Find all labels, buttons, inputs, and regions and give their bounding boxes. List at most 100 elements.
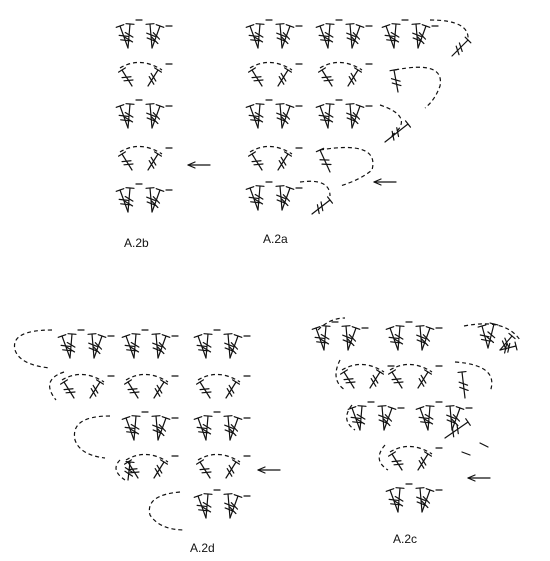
treble-top [87,333,97,335]
treble-bar [124,426,135,430]
treble-stem [127,187,131,213]
treble-bar [384,34,395,38]
treble-bar [152,342,162,348]
treble-stem [125,335,135,359]
treble-bar [118,114,129,118]
treble-bar [458,42,463,53]
treble-bar [507,342,511,353]
treble-stem [151,189,161,213]
treble-top [321,325,331,327]
treble-top [115,104,125,108]
treble-stem [229,417,239,441]
treble-bar [282,32,291,40]
treble-bar [282,194,291,202]
treble-bar [479,334,490,338]
treble-stem [397,487,401,513]
chain-loop [317,317,346,331]
treble-stem [151,25,161,49]
treble-bar [390,36,400,43]
treble-stem [393,69,399,93]
treble-stem [147,69,159,87]
treble-stem [349,103,353,129]
treble-top [285,186,295,190]
treble-stem [279,103,283,129]
label-a2b: A.2b [124,236,149,250]
treble-bar [65,391,76,394]
treble-bar [226,467,233,477]
start-arrow-icon [257,466,266,474]
treble-stem [444,421,469,439]
chain-loop [378,444,389,471]
treble-bar [314,336,325,340]
treble-stem [321,69,333,87]
treble-stem [389,327,399,351]
treble-stem [149,23,153,49]
treble-bar [504,337,509,348]
treble-bar [94,342,103,350]
treble-bar [321,76,332,79]
treble-stem [157,335,167,359]
treble-top [161,416,171,420]
chain-loop [119,61,163,71]
treble-bar [370,377,377,387]
treble-stem [199,381,211,399]
chain-loop [249,61,293,71]
treble-stem [121,69,133,87]
treble-stem [227,415,231,441]
treble-bar [424,413,434,420]
treble-stem [319,25,329,49]
treble-top [508,332,516,340]
chain-loop [389,445,433,455]
treble-stem [415,23,419,49]
start-arrow-icon [373,178,382,186]
treble-bar [202,346,212,353]
treble-top [232,379,240,385]
treble-stem [249,105,259,129]
treble-bar [152,112,161,120]
treble-stem [205,333,209,359]
treble-top [151,415,161,417]
treble-bar [391,82,402,87]
treble-stem [199,461,211,479]
treble-bar [452,414,461,422]
treble-bar [93,346,101,355]
treble-bar [121,160,132,163]
treble-top [514,341,518,351]
treble-bar [424,418,434,425]
treble-stem [421,327,431,351]
treble-top [425,405,435,407]
treble-stem [149,187,153,213]
chain-loop [148,491,186,531]
chain-dash [479,442,489,448]
treble-bar [158,342,167,350]
treble-bar [455,45,460,56]
treble-stem [69,333,73,359]
treble-top [345,23,355,25]
treble-bar [152,424,162,430]
treble-top [118,67,126,73]
treble-bar [487,331,496,339]
treble-stem [391,453,403,471]
chain-loop [454,361,493,393]
treble-bar [318,34,329,38]
treble-bar [456,424,459,435]
treble-bar [124,111,134,118]
treble-bar [418,377,425,387]
treble-bar [201,471,212,474]
treble-top [125,23,135,25]
treble-bar [320,338,330,345]
treble-bar [420,456,427,466]
treble-bar [393,463,404,466]
treble-bar [390,31,400,38]
treble-bar [417,36,425,45]
treble-bar [356,418,366,425]
treble-bar [152,32,161,40]
treble-bar [124,467,134,474]
treble-bar [129,471,140,474]
treble-top [154,67,162,73]
treble-bar [372,374,379,384]
treble-bar [391,378,402,381]
treble-bar [146,32,156,38]
treble-top [285,24,295,28]
chain-loop [249,145,293,155]
